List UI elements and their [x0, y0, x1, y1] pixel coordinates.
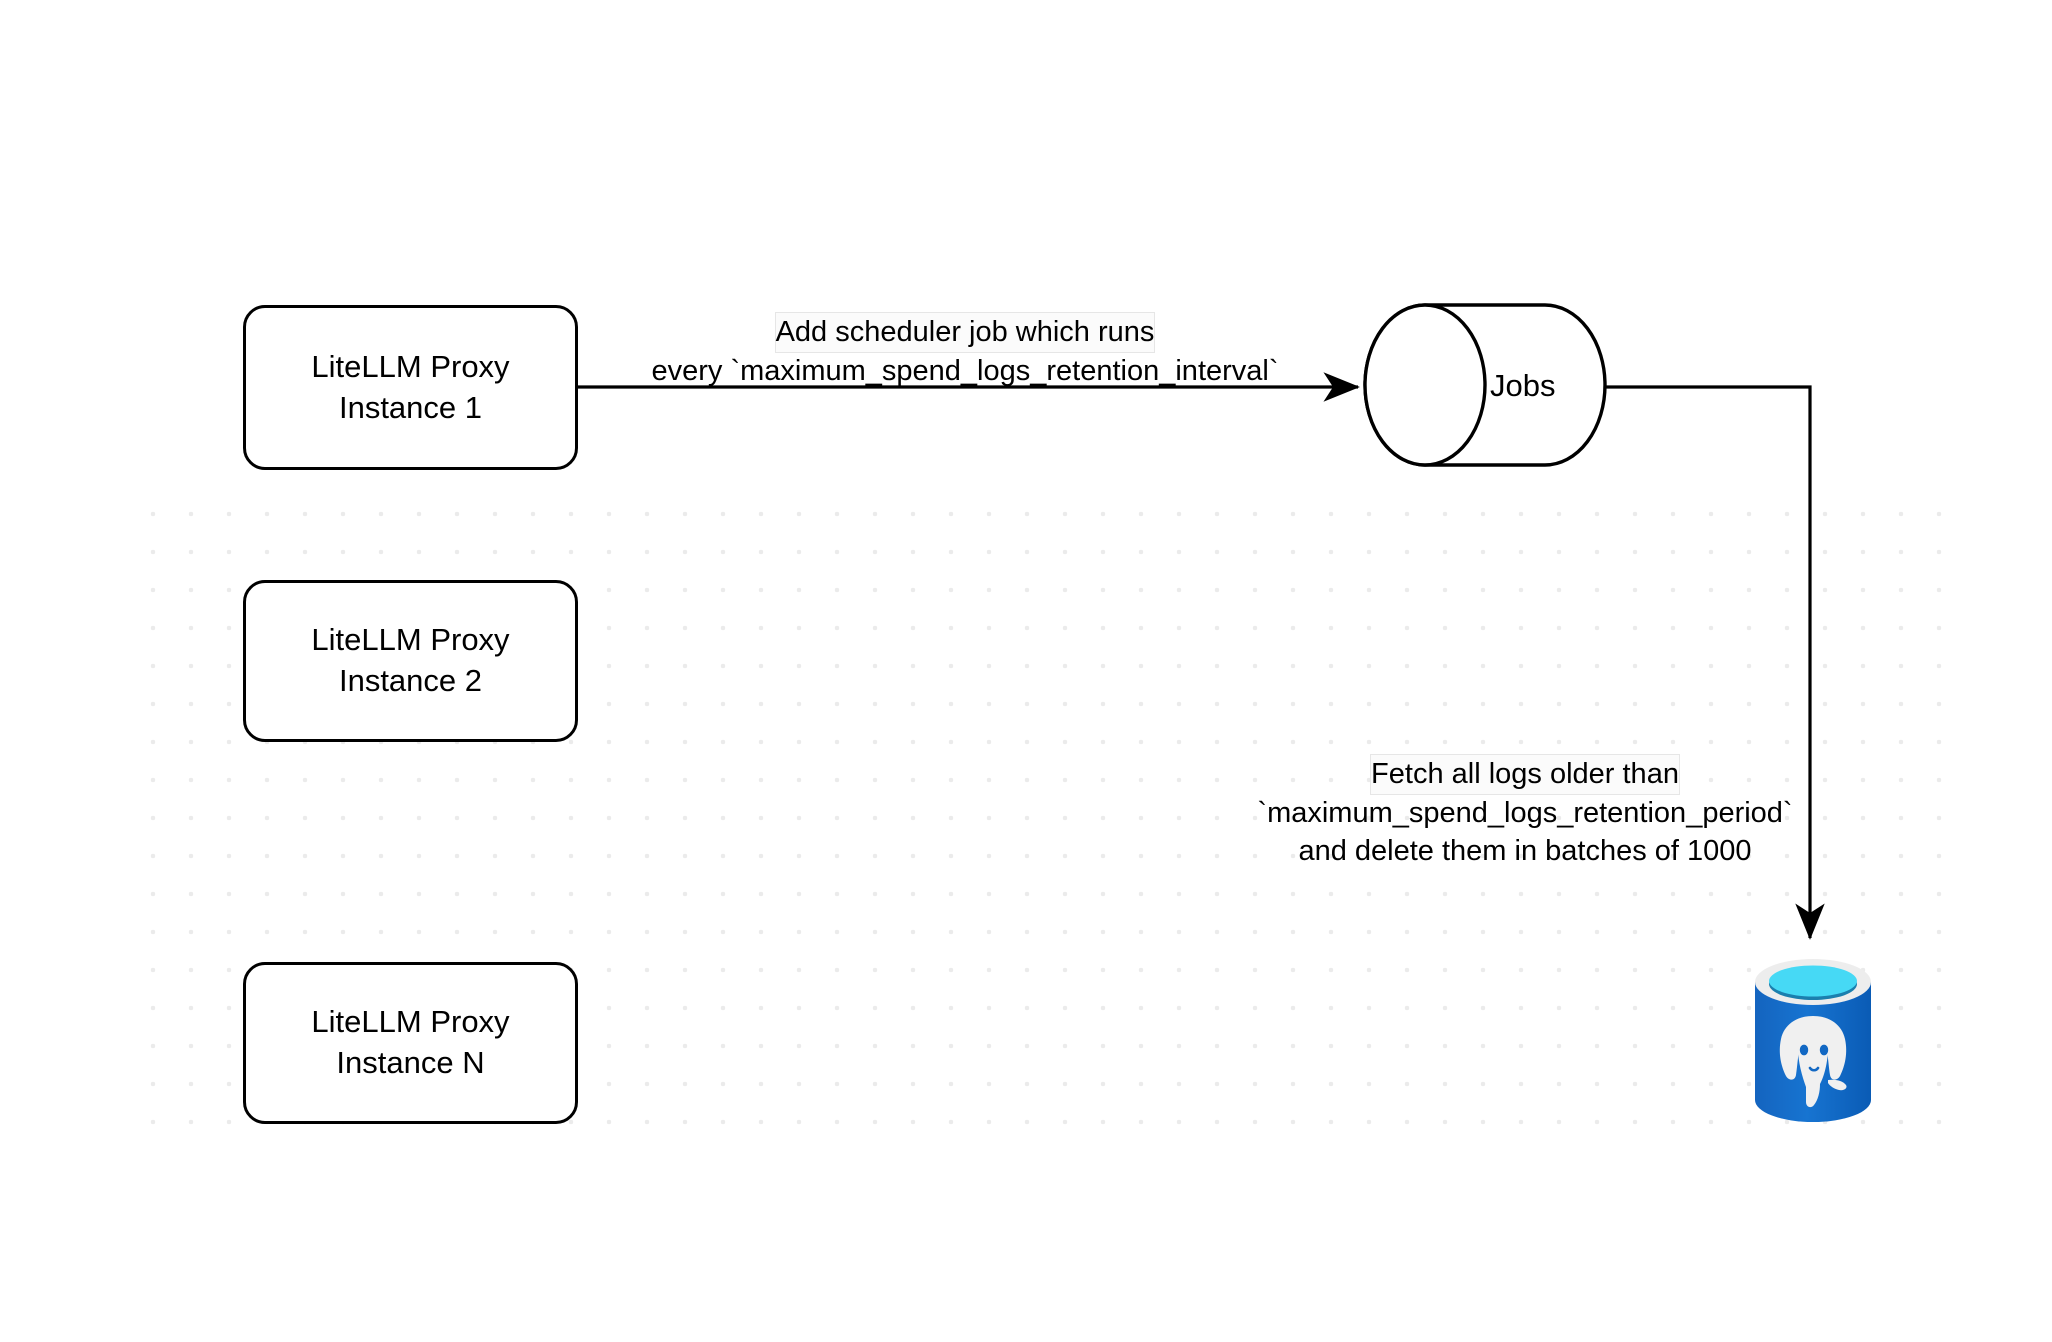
instance-n-line-1: LiteLLM Proxy — [311, 1004, 510, 1040]
edge-jobs-to-postgres-path — [1605, 385, 1825, 940]
node-litellm-proxy-instance-1[interactable]: LiteLLM Proxy Instance 1 — [243, 305, 578, 470]
edge-label-scheduler-job: Add scheduler job which runs every `maxi… — [615, 313, 1315, 390]
edge-label-fetch-delete-logs-line-3: and delete them in batches of 1000 — [1298, 835, 1752, 868]
node-litellm-proxy-instance-2[interactable]: LiteLLM Proxy Instance 2 — [243, 580, 578, 742]
instance-1-line-2: Instance 1 — [338, 389, 483, 425]
postgresql-database-icon[interactable] — [1748, 950, 1878, 1132]
edge-label-scheduler-job-line-2: every `maximum_spend_logs_retention_inte… — [651, 354, 1279, 387]
edge-label-scheduler-job-line-1: Add scheduler job which runs — [775, 313, 1155, 352]
instance-n-line-2: Instance N — [336, 1045, 485, 1080]
instance-2-line-1: LiteLLM Proxy — [311, 622, 510, 658]
node-litellm-proxy-instance-n[interactable]: LiteLLM Proxy Instance N — [243, 962, 578, 1124]
edge-label-fetch-delete-logs: Fetch all logs older than `maximum_spend… — [1240, 755, 1810, 871]
instance-2-line-2: Instance 2 — [338, 663, 483, 698]
instance-1-line-1: LiteLLM Proxy — [311, 348, 510, 384]
edge-label-fetch-delete-logs-line-2: `maximum_spend_logs_retention_period` — [1257, 796, 1793, 829]
jobs-label: Jobs — [1490, 368, 1556, 403]
edge-label-fetch-delete-logs-line-1: Fetch all logs older than — [1371, 755, 1679, 794]
